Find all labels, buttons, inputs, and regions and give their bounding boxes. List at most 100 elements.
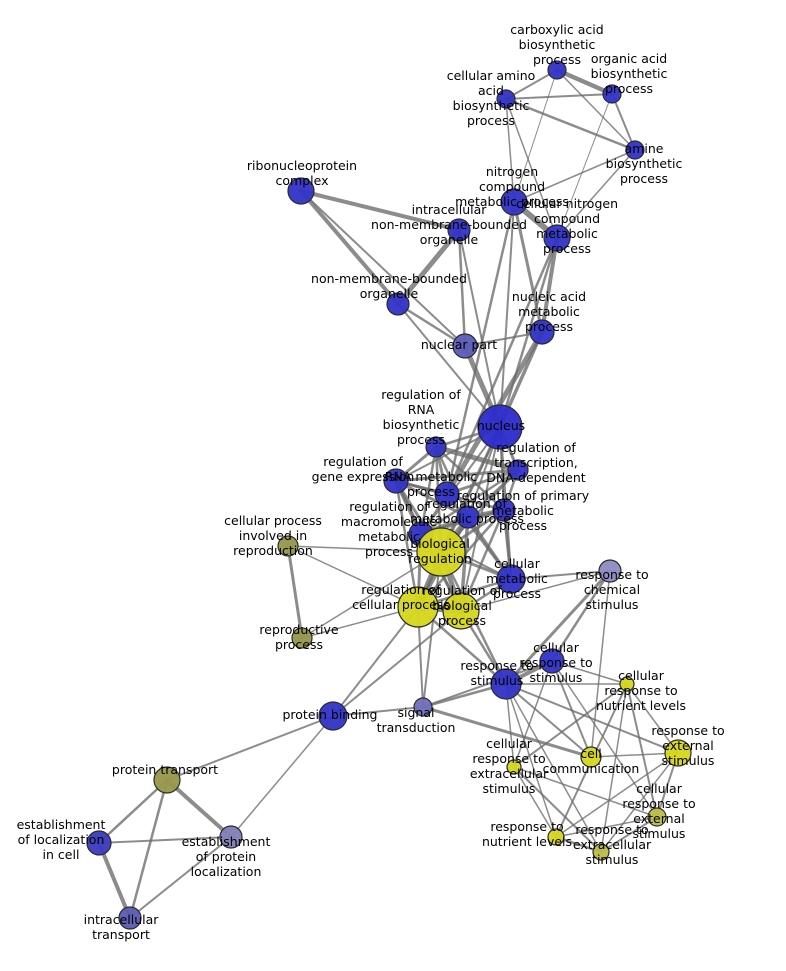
graph-node-c14[interactable] (507, 459, 529, 481)
graph-node-c19[interactable] (456, 505, 480, 529)
node-label: extracellular (573, 837, 652, 852)
graph-node-c15[interactable] (383, 468, 409, 494)
graph-edge (422, 551, 442, 708)
graph-node-c22[interactable] (496, 564, 526, 594)
graph-edge (504, 97, 637, 152)
graph-node-c35[interactable] (647, 807, 667, 827)
node-label: stimulus (471, 673, 524, 688)
node-label: biosynthetic (519, 37, 596, 52)
graph-edge (460, 426, 501, 612)
node-label: metabolic (536, 226, 598, 241)
node-label: metabolic (518, 304, 580, 319)
graph-edge (505, 69, 558, 100)
graph-node-c1[interactable] (547, 60, 567, 80)
graph-edge (332, 606, 419, 717)
graph-node-c11[interactable] (452, 333, 478, 359)
graph-edge (397, 303, 501, 428)
node-label: stimulus (633, 826, 686, 841)
graph-edge (299, 189, 400, 306)
node-label: RNA (408, 402, 435, 417)
node-label: process (605, 81, 653, 96)
graph-node-c38[interactable] (219, 825, 243, 849)
node-label: of protein (196, 849, 256, 864)
node-label: transduction (377, 720, 456, 735)
graph-edge (611, 93, 636, 151)
graph-node-c12[interactable] (477, 404, 523, 450)
graph-node-c36[interactable] (153, 766, 181, 794)
graph-edge (556, 149, 636, 239)
graph-node-c24[interactable] (397, 586, 439, 628)
graph-edge (394, 479, 420, 609)
node-label: transport (92, 927, 150, 942)
node-label: process (493, 586, 541, 601)
graph-node-c6[interactable] (500, 188, 528, 216)
node-label: protein transport (112, 762, 218, 777)
graph-node-c10[interactable] (529, 319, 555, 345)
graph-node-c20[interactable] (416, 527, 466, 577)
node-label: biosynthetic (453, 98, 530, 113)
node-label: regulation of (381, 387, 461, 402)
graph-node-c13[interactable] (425, 436, 447, 458)
graph-edge (301, 551, 442, 639)
graph-node-c39[interactable] (547, 828, 565, 846)
graph-edge (505, 98, 515, 203)
graph-node-c25[interactable] (442, 592, 480, 630)
graph-node-c7[interactable] (543, 224, 571, 252)
graph-edge (166, 715, 334, 781)
graph-edge (555, 816, 658, 838)
graph-node-c30[interactable] (318, 701, 348, 731)
node-label: organic acid (591, 51, 667, 66)
node-label: regulation of (422, 583, 502, 598)
graph-node-c9[interactable] (386, 292, 410, 316)
graph-node-c29[interactable] (619, 676, 635, 692)
graph-edge (504, 569, 612, 686)
node-label: regulation of (496, 440, 576, 455)
graph-node-c21[interactable] (277, 535, 299, 557)
graph-node-c28[interactable] (490, 668, 522, 700)
graph-node-c23[interactable] (598, 559, 622, 583)
graph-node-c2[interactable] (602, 84, 622, 104)
graph-node-c16[interactable] (434, 481, 460, 507)
graph-node-c32[interactable] (664, 739, 692, 767)
node-label: RNA metabolic (385, 469, 478, 484)
graph-node-c37[interactable] (86, 830, 112, 856)
node-label: compound (479, 179, 545, 194)
node-label: biosynthetic (383, 417, 460, 432)
node-label: establishment (182, 834, 271, 849)
graph-node-c27[interactable] (539, 648, 565, 674)
node-label: organelle (360, 286, 419, 301)
node-label: transcription, (494, 455, 577, 470)
graph-node-c33[interactable] (580, 746, 602, 768)
node-label: cellular (486, 736, 533, 751)
graph-node-c41[interactable] (118, 906, 142, 930)
graph-edge (551, 660, 628, 685)
graph-edge (590, 752, 679, 758)
graph-node-c17[interactable] (492, 498, 516, 522)
node-label: cellular (533, 640, 580, 655)
graph-node-c31[interactable] (413, 697, 433, 717)
graph-node-c8[interactable] (447, 218, 471, 242)
node-label: response to (575, 567, 648, 582)
node-label: in cell (43, 847, 80, 862)
graph-edge (540, 236, 559, 334)
graph-node-c3[interactable] (496, 89, 516, 109)
graph-node-c26[interactable] (291, 627, 313, 649)
graph-edge (421, 705, 593, 759)
graph-node-c5[interactable] (287, 177, 315, 205)
node-label: non-membrane-bounded (371, 217, 527, 232)
node-label: regulation of primary (457, 488, 590, 503)
graph-node-c4[interactable] (625, 140, 645, 160)
node-label: stimulus (530, 670, 583, 685)
node-label: response to (575, 822, 648, 837)
graph-node-c40[interactable] (592, 843, 610, 861)
graph-edge (513, 683, 628, 768)
node-label: response to (472, 751, 545, 766)
graph-edge (505, 98, 558, 239)
graph-edge (513, 69, 558, 203)
node-label: metabolic process (455, 194, 569, 209)
graph-node-c34[interactable] (506, 759, 522, 775)
graph-edge (556, 69, 636, 151)
node-label: process (275, 637, 323, 652)
node-label: intracellular (412, 202, 488, 217)
